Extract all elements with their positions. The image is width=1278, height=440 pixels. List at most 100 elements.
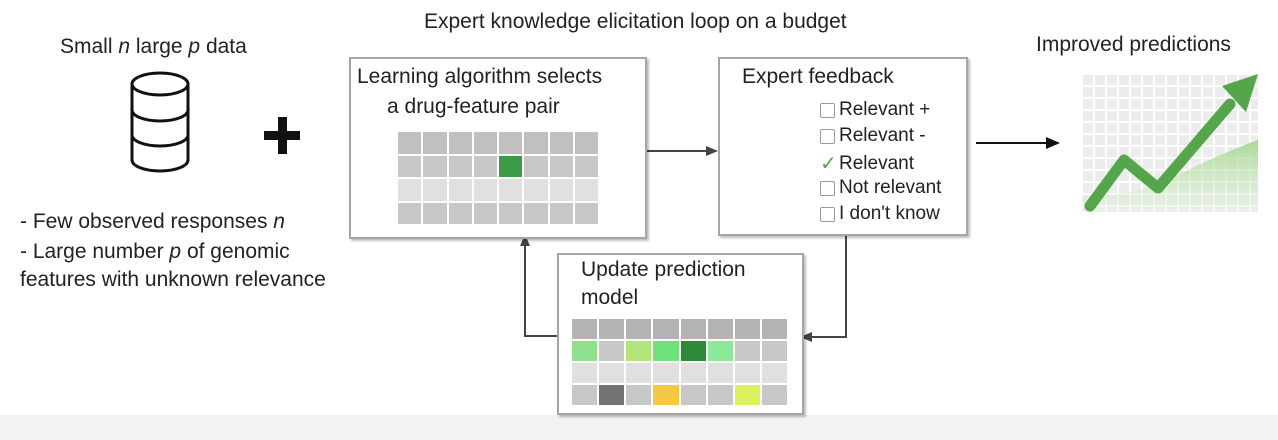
prediction-model-cell bbox=[680, 385, 706, 405]
selection-box-title-line2: a drug-feature pair bbox=[387, 95, 560, 118]
update-box-title-line1: Update prediction bbox=[581, 258, 746, 281]
drug-feature-cell bbox=[499, 179, 523, 201]
drug-feature-cell bbox=[499, 155, 523, 177]
checkbox[interactable] bbox=[820, 180, 835, 196]
drug-feature-cell bbox=[574, 132, 598, 154]
arrow-feedback-to-update bbox=[800, 234, 847, 342]
prediction-model-cell bbox=[734, 319, 760, 339]
feedback-option[interactable]: Relevant + bbox=[820, 99, 930, 121]
prediction-model-cell bbox=[761, 341, 787, 361]
update-box: Update prediction model bbox=[557, 253, 804, 415]
drug-feature-cell bbox=[423, 155, 447, 177]
drug-feature-cell bbox=[473, 179, 497, 201]
database-icon bbox=[130, 71, 190, 173]
feedback-option-label: Relevant - bbox=[839, 125, 926, 146]
drug-feature-cell bbox=[423, 179, 447, 201]
data-panel-title: Small n large p data bbox=[60, 35, 247, 58]
data-bullet-2: - Large number p of genomic bbox=[20, 240, 290, 263]
drug-feature-cell bbox=[398, 132, 422, 154]
drug-feature-cell bbox=[448, 179, 472, 201]
drug-feature-cell bbox=[524, 179, 548, 201]
prediction-model-cell bbox=[680, 341, 706, 361]
feedback-option-label: Relevant + bbox=[839, 99, 931, 120]
prediction-model-cell bbox=[680, 319, 706, 339]
drug-feature-cell bbox=[473, 132, 497, 154]
selection-box: Learning algorithm selects a drug-featur… bbox=[349, 57, 647, 239]
prediction-model-cell bbox=[653, 319, 679, 339]
drug-feature-cell bbox=[448, 155, 472, 177]
prediction-model-cell bbox=[599, 319, 625, 339]
drug-feature-cell bbox=[499, 202, 523, 224]
checkbox[interactable] bbox=[820, 102, 835, 118]
drug-feature-cell bbox=[473, 202, 497, 224]
drug-feature-cell bbox=[423, 202, 447, 224]
prediction-model-cell bbox=[572, 385, 598, 405]
prediction-model-cell bbox=[599, 341, 625, 361]
diagram-title: Expert knowledge elicitation loop on a b… bbox=[424, 10, 847, 33]
drug-feature-cell bbox=[499, 132, 523, 154]
drug-feature-cell bbox=[549, 155, 573, 177]
drug-feature-cell bbox=[423, 132, 447, 154]
drug-feature-cell bbox=[398, 155, 422, 177]
feedback-option-label: Not relevant bbox=[839, 177, 942, 198]
feedback-box: Expert feedback Relevant +Relevant -✓Rel… bbox=[718, 57, 968, 236]
prediction-model-cell bbox=[572, 363, 598, 383]
prediction-model-cell bbox=[653, 341, 679, 361]
prediction-model-cell bbox=[761, 363, 787, 383]
selection-box-title-line1: Learning algorithm selects bbox=[357, 65, 603, 88]
feedback-option[interactable]: ✓Relevant bbox=[820, 151, 914, 176]
prediction-model-cell bbox=[707, 319, 733, 339]
checkbox[interactable] bbox=[820, 128, 835, 144]
data-bullet-3: features with unknown relevance bbox=[20, 268, 326, 291]
feedback-option[interactable]: Not relevant bbox=[820, 177, 941, 199]
drug-feature-cell bbox=[524, 132, 548, 154]
result-title: Improved predictions bbox=[1036, 33, 1231, 56]
drug-feature-cell bbox=[473, 155, 497, 177]
drug-feature-cell bbox=[574, 155, 598, 177]
diagram-canvas: Expert knowledge elicitation loop on a b… bbox=[0, 0, 1278, 415]
prediction-model-cell bbox=[653, 363, 679, 383]
prediction-model-cell bbox=[734, 385, 760, 405]
prediction-model-cell bbox=[572, 319, 598, 339]
prediction-model-cell bbox=[626, 363, 652, 383]
prediction-model-cell bbox=[626, 341, 652, 361]
drug-feature-grid bbox=[398, 132, 598, 224]
prediction-model-cell bbox=[707, 341, 733, 361]
data-bullet-1: - Few observed responses n bbox=[20, 210, 285, 233]
feedback-option[interactable]: Relevant - bbox=[820, 125, 926, 147]
feedback-option-label: Relevant bbox=[839, 152, 914, 174]
prediction-model-cell bbox=[761, 385, 787, 405]
drug-feature-cell bbox=[549, 132, 573, 154]
update-box-title-line2: model bbox=[581, 286, 639, 309]
prediction-model-cell bbox=[761, 319, 787, 339]
prediction-model-cell bbox=[599, 385, 625, 405]
drug-feature-cell bbox=[448, 202, 472, 224]
prediction-model-cell bbox=[626, 385, 652, 405]
drug-feature-cell bbox=[574, 202, 598, 224]
prediction-model-cell bbox=[626, 319, 652, 339]
prediction-model-cell bbox=[734, 363, 760, 383]
feedback-option[interactable]: I don't know bbox=[820, 203, 940, 225]
prediction-model-cell bbox=[734, 341, 760, 361]
drug-feature-cell bbox=[524, 155, 548, 177]
prediction-model-cell bbox=[707, 385, 733, 405]
prediction-model-cell bbox=[707, 363, 733, 383]
drug-feature-cell bbox=[549, 179, 573, 201]
drug-feature-cell bbox=[398, 202, 422, 224]
drug-feature-cell bbox=[574, 179, 598, 201]
arrow-update-to-select bbox=[520, 234, 557, 337]
drug-feature-cell bbox=[448, 132, 472, 154]
checkbox[interactable] bbox=[820, 206, 835, 222]
drug-feature-cell bbox=[524, 202, 548, 224]
prediction-model-grid bbox=[572, 319, 787, 405]
plus-icon bbox=[264, 117, 300, 154]
prediction-model-cell bbox=[572, 341, 598, 361]
trend-chart-icon bbox=[1081, 73, 1258, 212]
drug-feature-cell bbox=[549, 202, 573, 224]
feedback-box-title: Expert feedback bbox=[742, 65, 894, 88]
prediction-model-cell bbox=[599, 363, 625, 383]
drug-feature-cell bbox=[398, 179, 422, 201]
prediction-model-cell bbox=[653, 385, 679, 405]
prediction-model-cell bbox=[680, 363, 706, 383]
checkmark-icon[interactable]: ✓ bbox=[820, 153, 837, 175]
